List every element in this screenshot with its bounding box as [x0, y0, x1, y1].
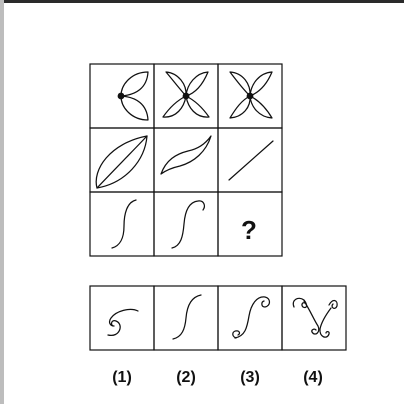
option-label-2[interactable]: (2) — [176, 369, 196, 386]
line-icon — [229, 141, 273, 180]
grid-cell-2-1 — [90, 128, 154, 192]
grid-cell-3-2 — [154, 192, 218, 256]
wide-leaf-icon — [96, 136, 147, 188]
s-curve-double-spiral-icon — [233, 297, 270, 338]
spiral-icon — [108, 309, 138, 335]
grid-cell-2-3 — [218, 128, 282, 192]
thin-leaf-icon — [161, 136, 211, 174]
double-spiral-v-icon — [293, 298, 337, 337]
option-label-4[interactable]: (4) — [303, 369, 323, 386]
grid-cell-3-1 — [90, 192, 154, 256]
option-label-3[interactable]: (3) — [240, 369, 260, 386]
grid-cell-2-2 — [154, 128, 218, 192]
option-label-1[interactable]: (1) — [112, 369, 132, 386]
three-leaf-flower-icon — [163, 72, 209, 117]
four-leaf-flower-icon — [230, 72, 272, 118]
options-grid — [90, 286, 346, 350]
s-curve-hook-icon — [172, 201, 204, 248]
question-mark: ? — [241, 215, 257, 245]
s-curve-icon — [112, 200, 136, 248]
s-curve-icon — [173, 295, 201, 339]
option-cell-1[interactable] — [90, 286, 154, 350]
option-cell-3[interactable] — [218, 286, 282, 350]
two-leaf-flower-icon — [118, 72, 148, 120]
